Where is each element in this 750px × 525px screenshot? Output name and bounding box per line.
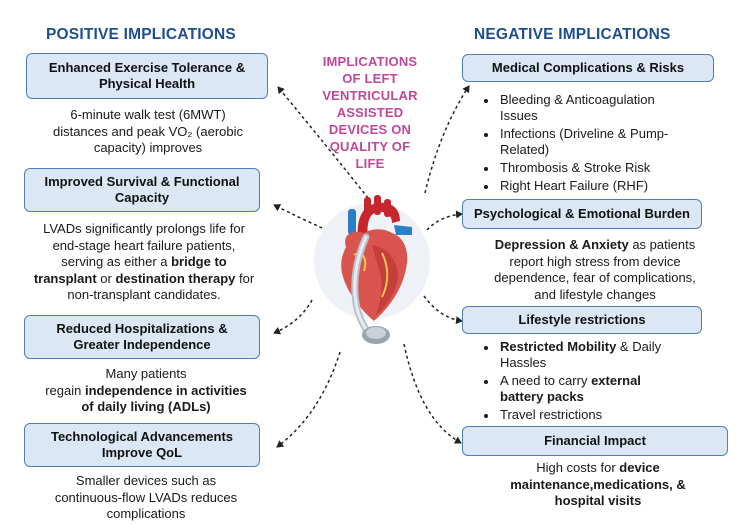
heart-with-lvad-icon [314, 195, 430, 344]
list-item: Infections (Driveline & Pump-Related) [498, 126, 738, 158]
list-item: Right Heart Failure (RHF) [498, 178, 738, 194]
box-psychological-burden: Psychological & Emotional Burden [462, 199, 702, 229]
arrow-to-psychological [426, 210, 463, 231]
arrow-to-lifestyle [423, 295, 463, 325]
negative-heading: NEGATIVE IMPLICATIONS [474, 26, 671, 43]
box-exercise-tolerance: Enhanced Exercise Tolerance &Physical He… [26, 53, 268, 99]
arrow-to-technology [276, 351, 341, 448]
arrow-to-hospitalization [273, 299, 313, 335]
arrow-to-exercise [277, 86, 369, 199]
box-lifestyle-restrictions: Lifestyle restrictions [462, 306, 702, 334]
desc-exercise-tolerance: 6-minute walk test (6MWT) distances and … [52, 107, 244, 155]
box-medical-complications: Medical Complications & Risks [462, 54, 714, 82]
list-item: Thrombosis & Stroke Risk [498, 160, 738, 176]
box-financial-impact: Financial Impact [462, 426, 728, 456]
desc-reduced-hospitalizations: Many patients regain independence in act… [45, 366, 247, 414]
arrow-to-financial [403, 343, 462, 444]
arrow-to-medical [424, 85, 470, 194]
desc-financial-impact: High costs for device maintenance,medica… [510, 460, 686, 508]
desc-psychological-burden: Depression & Anxiety as patients report … [494, 237, 696, 302]
list-item: Travel restrictions [498, 407, 728, 423]
positive-heading: POSITIVE IMPLICATIONS [46, 26, 236, 43]
arrow-to-survival [273, 204, 323, 229]
desc-technological-advancements: Smaller devices such as continuous-flow … [54, 473, 238, 521]
box-reduced-hospitalizations: Reduced Hospitalizations &Greater Indepe… [24, 315, 260, 359]
center-title: IMPLICATIONS OF LEFT VENTRICULAR ASSISTE… [322, 54, 418, 171]
desc-improved-survival: LVADs significantly prolongs life for en… [33, 221, 255, 302]
